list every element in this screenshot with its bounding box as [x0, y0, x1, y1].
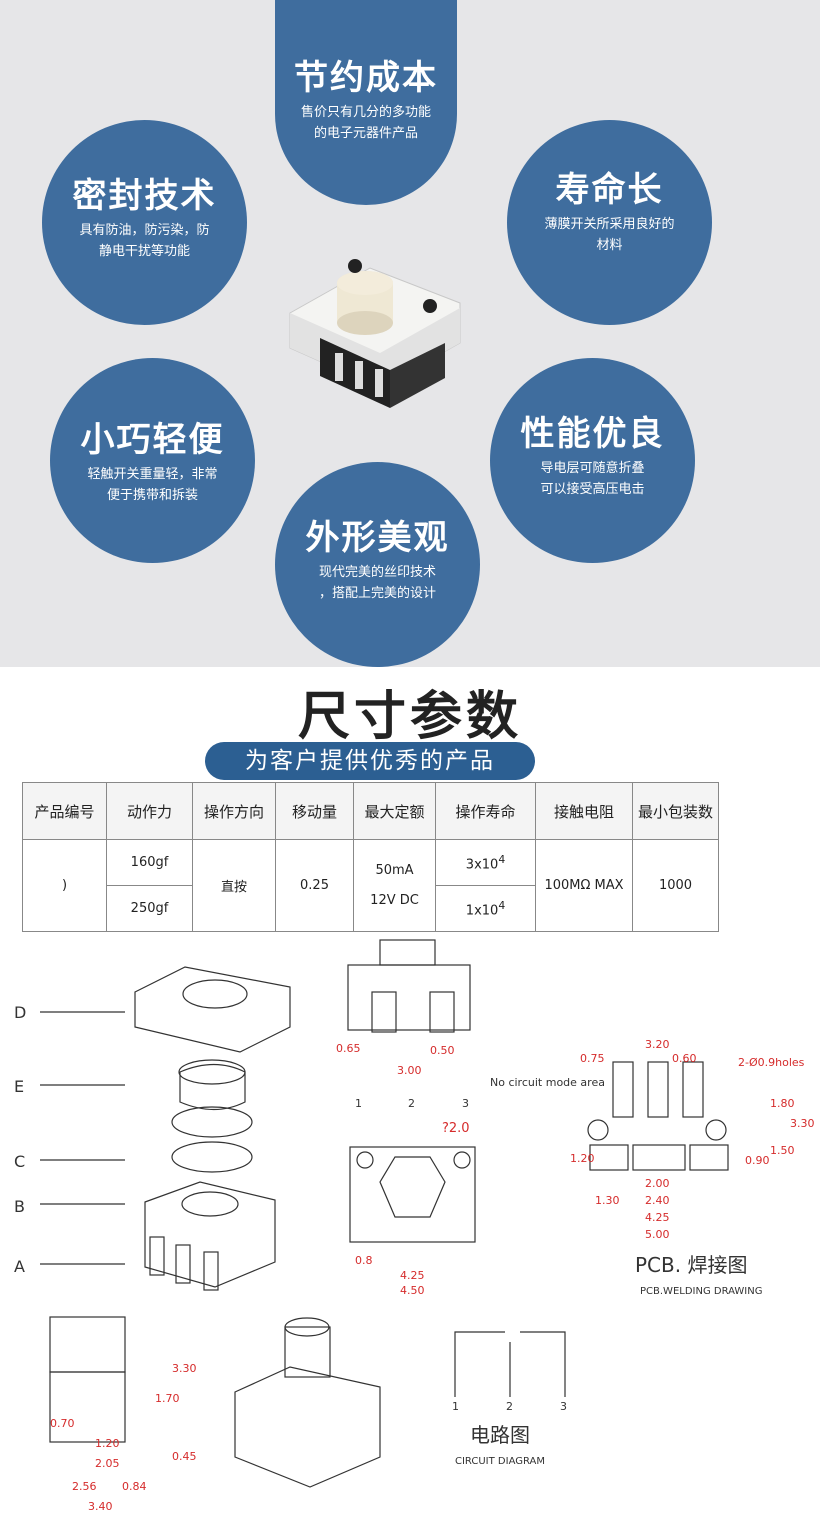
force-cell: 160gf [106, 839, 193, 886]
pcb-title: PCB. 焊接图 [635, 1253, 747, 1277]
feature-appearance: 外形美观 现代完美的丝印技术 ，搭配上完美的设计 [275, 462, 480, 667]
feature-title: 寿命长 [555, 170, 664, 210]
dim-label: 1.20 [570, 1152, 595, 1165]
header-cell: 产品编号 [22, 782, 107, 840]
dim-label: 1.30 [595, 1194, 620, 1207]
dim-label: 0.50 [430, 1044, 455, 1057]
dim-label: 5.00 [645, 1228, 670, 1241]
header-cell: 操作方向 [192, 782, 276, 840]
feature-compact: 小巧轻便 轻触开关重量轻，非常便于携带和拆装 [50, 358, 255, 563]
feature-title: 节约成本 [294, 58, 438, 98]
switch-product-photo [289, 259, 461, 408]
header-cell: 最大定额 [353, 782, 436, 840]
feature-save-cost: 节约成本 售价只有几分的多功能的电子元器件产品 [275, 0, 457, 205]
dim-label: 2.40 [645, 1194, 670, 1207]
pin-label: 2 [506, 1400, 513, 1413]
feature-desc: 静电干扰等功能 [98, 244, 190, 259]
force-cell: 250gf [106, 885, 193, 932]
direction-cell: 直按 [192, 839, 276, 932]
dim-label: 1.50 [770, 1144, 795, 1157]
dim-label: 2-Ø0.9holes [738, 1056, 805, 1069]
feature-long-life: 寿命长 薄膜开关所采用良好的材料 [507, 120, 712, 325]
dim-label: 4.25 [645, 1211, 670, 1224]
dim-label: 0.60 [672, 1052, 697, 1065]
feature-desc: 材料 [596, 238, 623, 253]
dim-label: 0.65 [336, 1042, 361, 1055]
dim-label: 0.8 [355, 1254, 373, 1267]
feature-title: 密封技术 [72, 176, 217, 216]
feature-desc: 可以接受高压电击 [540, 482, 645, 497]
technical-drawings: D E C B A 0.65 0.50 3.00 ?2.0 0.8 4.25 4… [14, 939, 815, 1513]
dim-label: 1.20 [95, 1437, 120, 1450]
pin-label: 3 [462, 1097, 469, 1110]
dim-label: 3.30 [172, 1362, 197, 1375]
part-letter: E [14, 1077, 24, 1096]
header-cell: 接触电阻 [535, 782, 633, 840]
feature-desc: 导电层可随意折叠 [540, 461, 645, 476]
dim-label: 0.70 [50, 1417, 75, 1430]
pcb-note: No circuit mode area [490, 1076, 605, 1089]
section-subtitle: 为客户提供优秀的产品 [205, 742, 535, 780]
dim-label: 1.80 [770, 1097, 795, 1110]
min-pack-cell: 1000 [632, 839, 719, 932]
life-cell: 1x104 [435, 885, 536, 932]
feature-desc: 具有防油，防污染，防 [79, 223, 210, 238]
dim-label: 0.90 [745, 1154, 770, 1167]
feature-desc: 薄膜开关所采用良好的 [544, 217, 675, 232]
feature-sealing: 密封技术 具有防油，防污染，防静电干扰等功能 [42, 120, 247, 325]
table-header-row: 产品编号 动作力 操作方向 移动量 最大定额 操作寿命 接触电阻 最小包装数 [22, 782, 719, 840]
dim-label: 1.70 [155, 1392, 180, 1405]
dim-label: 4.25 [400, 1269, 425, 1282]
feature-performance: 性能优良 导电层可随意折叠可以接受高压电击 [490, 358, 695, 563]
model-cell: ) [22, 839, 107, 932]
dim-label: 4.50 [400, 1284, 425, 1297]
dim-label: 3.20 [645, 1038, 670, 1051]
circuit-title: 电路图 [470, 1423, 530, 1447]
pin-label: 1 [355, 1097, 362, 1110]
feature-desc: ，搭配上完美的设计 [318, 586, 436, 601]
header-cell: 动作力 [106, 782, 193, 840]
pin-label: 3 [560, 1400, 567, 1413]
pin-label: 2 [408, 1097, 415, 1110]
circuit-subtitle: CIRCUIT DIAGRAM [455, 1456, 545, 1467]
dim-label: 3.40 [88, 1500, 113, 1513]
part-letter: C [14, 1152, 25, 1171]
table-row: 250gf 1x104 [23, 885, 719, 932]
section-title: 尺寸参数 [297, 687, 522, 747]
dim-label: 3.00 [397, 1064, 422, 1077]
header-cell: 最小包装数 [632, 782, 719, 840]
travel-cell: 0.25 [275, 839, 354, 932]
part-letter: D [14, 1003, 26, 1022]
dim-label: 0.84 [122, 1480, 147, 1493]
spec-table: 产品编号 动作力 操作方向 移动量 最大定额 操作寿命 接触电阻 最小包装数 )… [22, 782, 719, 932]
dim-label: 3.30 [790, 1117, 815, 1130]
part-letter: A [14, 1257, 25, 1276]
pcb-subtitle: PCB.WELDING DRAWING [640, 1286, 763, 1297]
pin-label: 1 [452, 1400, 459, 1413]
feature-desc: 现代完美的丝印技术 [318, 565, 436, 580]
dim-label: 2.56 [72, 1480, 97, 1493]
dim-label: 0.45 [172, 1450, 197, 1463]
header-cell: 操作寿命 [435, 782, 536, 840]
feature-title: 小巧轻便 [80, 420, 225, 460]
features-section: 节约成本 售价只有几分的多功能的电子元器件产品 密封技术 具有防油，防污染，防静… [0, 0, 820, 667]
dim-label: 2.00 [645, 1177, 670, 1190]
dim-label: ?2.0 [442, 1121, 470, 1136]
feature-desc: 的电子元器件产品 [313, 126, 418, 141]
part-letter: B [14, 1197, 25, 1216]
header-cell: 移动量 [275, 782, 354, 840]
life-cell: 3x104 [435, 839, 536, 886]
dim-label: 2.05 [95, 1457, 120, 1470]
feature-title: 性能优良 [520, 414, 665, 454]
feature-title: 外形美观 [305, 518, 450, 558]
dim-label: 0.75 [580, 1052, 605, 1065]
resistance-cell: 100MΩ MAX [535, 839, 633, 932]
feature-desc: 便于携带和拆装 [106, 488, 198, 503]
feature-desc: 轻触开关重量轻，非常 [87, 467, 218, 482]
feature-desc: 售价只有几分的多功能 [300, 105, 431, 120]
